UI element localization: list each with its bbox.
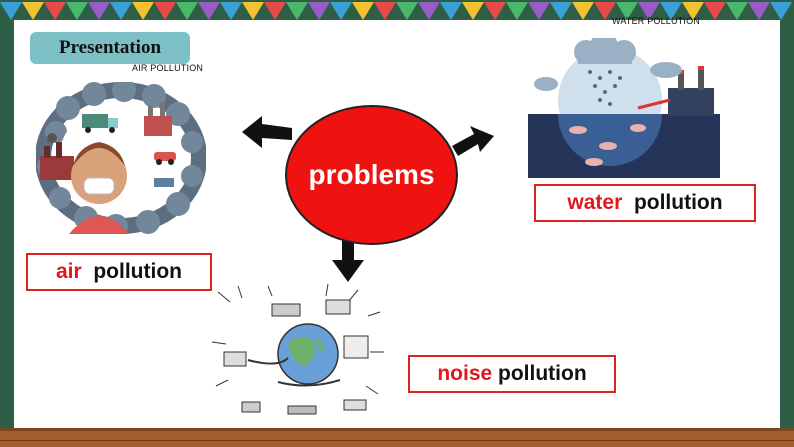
noise-word: noise — [437, 362, 493, 385]
arrow-to-noise-icon — [332, 240, 364, 282]
noise-pollution-word: pollution — [498, 362, 587, 385]
problems-label: problems — [308, 159, 435, 190]
noise-pollution-illustration — [211, 283, 384, 415]
water-pollution-box: water pollution — [534, 184, 756, 222]
water-pollution-caption: WATER POLLUTION — [612, 16, 701, 26]
air-pollution-word: pollution — [93, 260, 182, 283]
floor-line — [0, 440, 794, 441]
presentation-badge: Presentation — [30, 32, 190, 64]
air-pollution-caption: AIR POLLUTION — [132, 63, 204, 73]
air-pollution-illustration — [36, 82, 206, 234]
noise-pollution-box: noise pollution — [408, 355, 616, 393]
bunting-decoration — [0, 1, 794, 20]
wood-floor — [0, 428, 794, 447]
water-pollution-illustration — [528, 38, 720, 178]
presentation-label: Presentation — [58, 37, 162, 58]
problems-oval: problems — [285, 105, 458, 245]
arrow-to-water-icon — [452, 126, 494, 156]
water-word: water — [567, 191, 623, 214]
air-pollution-box: air pollution — [26, 253, 212, 291]
arrow-to-air-icon — [242, 116, 292, 148]
air-word: air — [56, 260, 82, 283]
water-pollution-word: pollution — [633, 191, 723, 214]
